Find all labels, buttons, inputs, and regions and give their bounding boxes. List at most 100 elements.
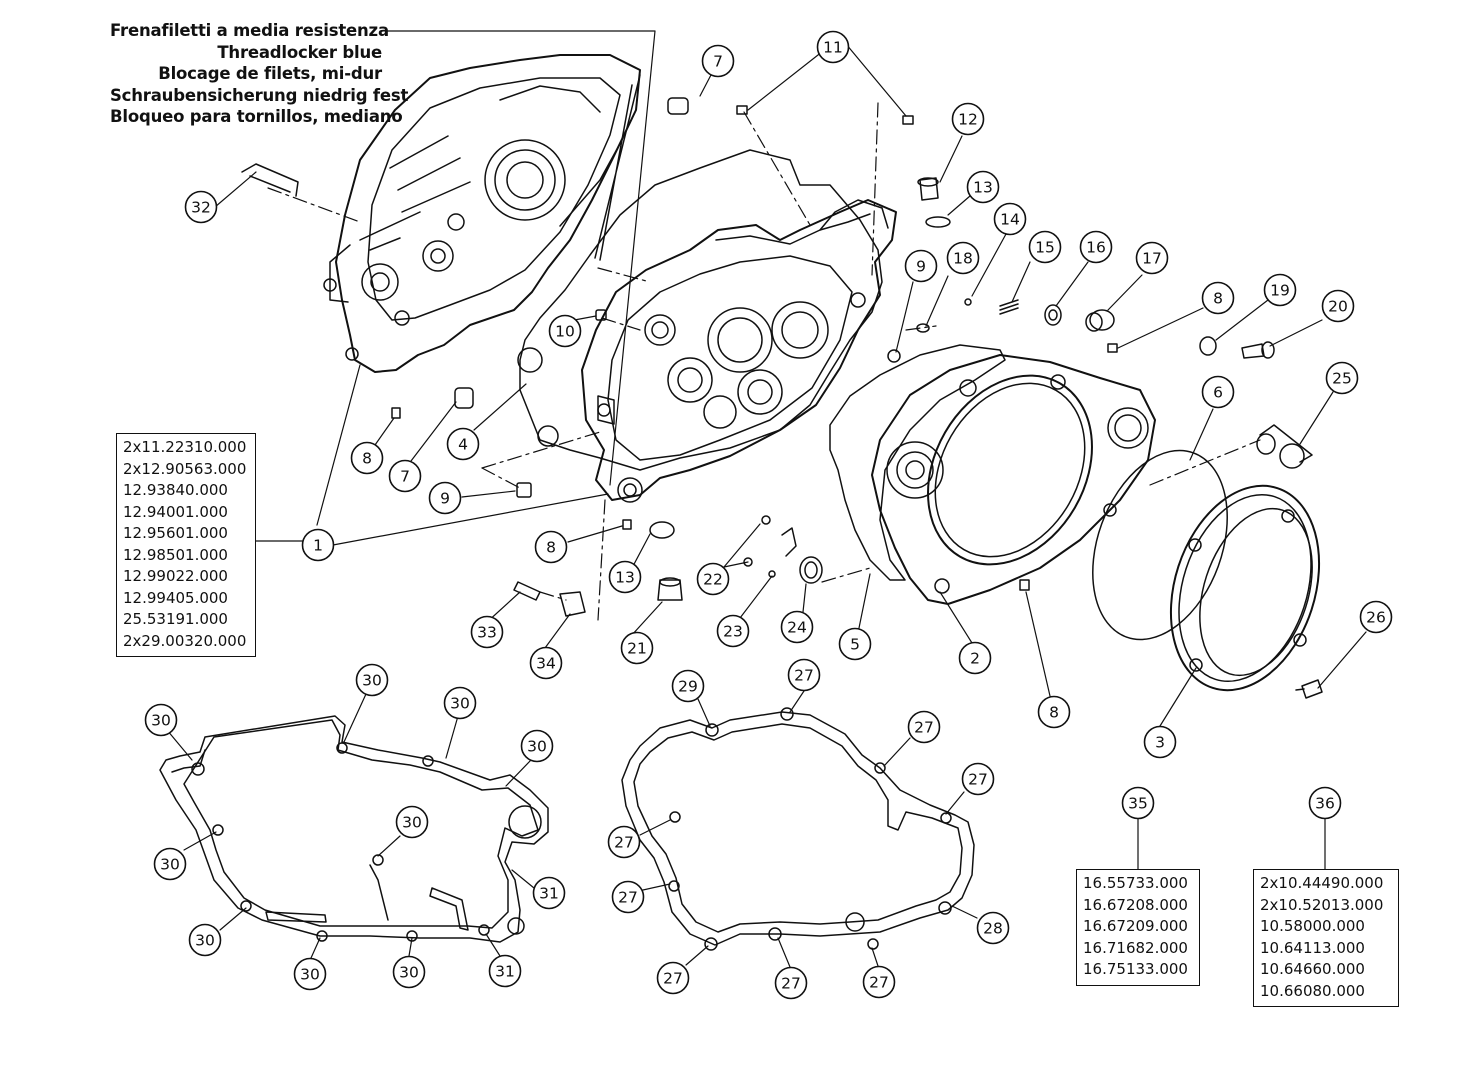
callout-circle [1263, 273, 1297, 307]
callout-25: 25 [1325, 361, 1359, 395]
callout-29: 29 [671, 669, 705, 703]
callout-circle [716, 614, 750, 648]
callout-number: 4 [458, 436, 468, 454]
callout-24: 24 [780, 610, 814, 644]
clutch-cover [871, 354, 1156, 605]
callout-circle [607, 825, 641, 859]
note-line-de: Schraubensicherung niedrig fest [110, 85, 409, 105]
callout-circle [1321, 289, 1355, 323]
callout-21: 21 [620, 631, 654, 665]
part-number: 16.71682.000 [1083, 938, 1188, 957]
callout-number: 2 [970, 650, 980, 668]
part-number: 2x10.52013.000 [1260, 895, 1384, 914]
part-number: 16.75133.000 [1083, 960, 1188, 978]
callout-circle [1359, 600, 1393, 634]
callout-13: 13 [608, 560, 642, 594]
part-number: 10.64660.000 [1260, 960, 1365, 978]
callout-circle [144, 703, 178, 737]
callout-number: 27 [781, 975, 801, 993]
callout-30: 30 [395, 805, 429, 839]
note-line-en: Threadlocker blue [217, 42, 382, 62]
part-number-box-item-1: 2x11.22310.000 2x12.90563.000 12.93840.0… [116, 433, 256, 657]
part-number: 12.99405.000 [123, 588, 228, 607]
callout-23: 23 [716, 614, 750, 648]
callout-circle [976, 911, 1010, 945]
callout-27: 27 [656, 961, 690, 995]
callout-number: 28 [983, 920, 1003, 938]
callout-18: 18 [946, 241, 980, 275]
callout-number: 13 [615, 569, 635, 587]
callout-circle [1037, 695, 1071, 729]
callout-8: 8 [1037, 695, 1071, 729]
callout-number: 17 [1142, 250, 1162, 268]
callout-circle [520, 729, 554, 763]
note-line-it: Frenafiletti a media resistenza [110, 21, 389, 40]
callout-number: 15 [1035, 239, 1055, 257]
callout-number: 30 [362, 672, 382, 690]
callout-27: 27 [787, 658, 821, 692]
callout-number: 30 [300, 966, 320, 984]
callout-number: 13 [973, 179, 993, 197]
callout-16: 16 [1079, 230, 1113, 264]
callout-circle [780, 610, 814, 644]
callout-circle [966, 170, 1000, 204]
callout-number: 30 [195, 932, 215, 950]
part-number: 16.67209.000 [1083, 917, 1188, 935]
callout-circle [620, 631, 654, 665]
callout-number: 30 [450, 695, 470, 713]
callout-number: 26 [1366, 609, 1386, 627]
callout-30: 30 [392, 955, 426, 989]
callout-30: 30 [293, 957, 327, 991]
note-line-fr: Blocage de filets, mi-dur [158, 64, 382, 83]
callout-circle [774, 966, 808, 1000]
callout-circle [1143, 725, 1177, 759]
callout-number: 27 [663, 970, 683, 988]
callout-circle [787, 658, 821, 692]
callout-number: 23 [723, 623, 743, 641]
callout-circle [529, 646, 563, 680]
part-number: 16.55733.000 [1083, 874, 1188, 892]
callout-number: 31 [539, 885, 559, 903]
callout-13: 13 [966, 170, 1000, 204]
callout-circle [446, 427, 480, 461]
callout-number: 30 [402, 814, 422, 832]
part-number: 25.53191.000 [123, 610, 228, 628]
callout-circle [907, 710, 941, 744]
callout-circle [470, 615, 504, 649]
callout-20: 20 [1321, 289, 1355, 323]
callout-circle [993, 202, 1027, 236]
callout-30: 30 [153, 847, 187, 881]
callout-number: 5 [850, 636, 860, 654]
leader-lines [166, 30, 1367, 968]
assembly-axes [267, 102, 1261, 621]
callout-27: 27 [862, 965, 896, 999]
callout-circle [532, 876, 566, 910]
callout-5: 5 [838, 627, 872, 661]
callout-circle [153, 847, 187, 881]
callout-26: 26 [1359, 600, 1393, 634]
callout-8: 8 [534, 530, 568, 564]
outer-cover [1169, 484, 1321, 692]
callout-circle [1201, 375, 1235, 409]
part-number: 2x10.44490.000 [1260, 874, 1384, 892]
callout-27: 27 [907, 710, 941, 744]
callout-circle [961, 762, 995, 796]
callout-number: 6 [1213, 384, 1223, 402]
callout-number: 10 [555, 323, 575, 341]
callout-circle [293, 957, 327, 991]
callout-19: 19 [1263, 273, 1297, 307]
callout-10: 10 [548, 314, 582, 348]
callout-2: 2 [958, 641, 992, 675]
callout-number: 31 [495, 963, 515, 981]
callout-circle [904, 249, 938, 283]
callout-number: 12 [958, 111, 978, 129]
callout-number: 18 [953, 250, 973, 268]
part-number: 10.66080.000 [1260, 981, 1365, 1000]
callout-22: 22 [696, 562, 730, 596]
callout-9: 9 [428, 481, 462, 515]
callout-30: 30 [188, 923, 222, 957]
part-number: 2x12.90563.000 [123, 459, 247, 478]
callout-14: 14 [993, 202, 1027, 236]
callout-circle [951, 102, 985, 136]
